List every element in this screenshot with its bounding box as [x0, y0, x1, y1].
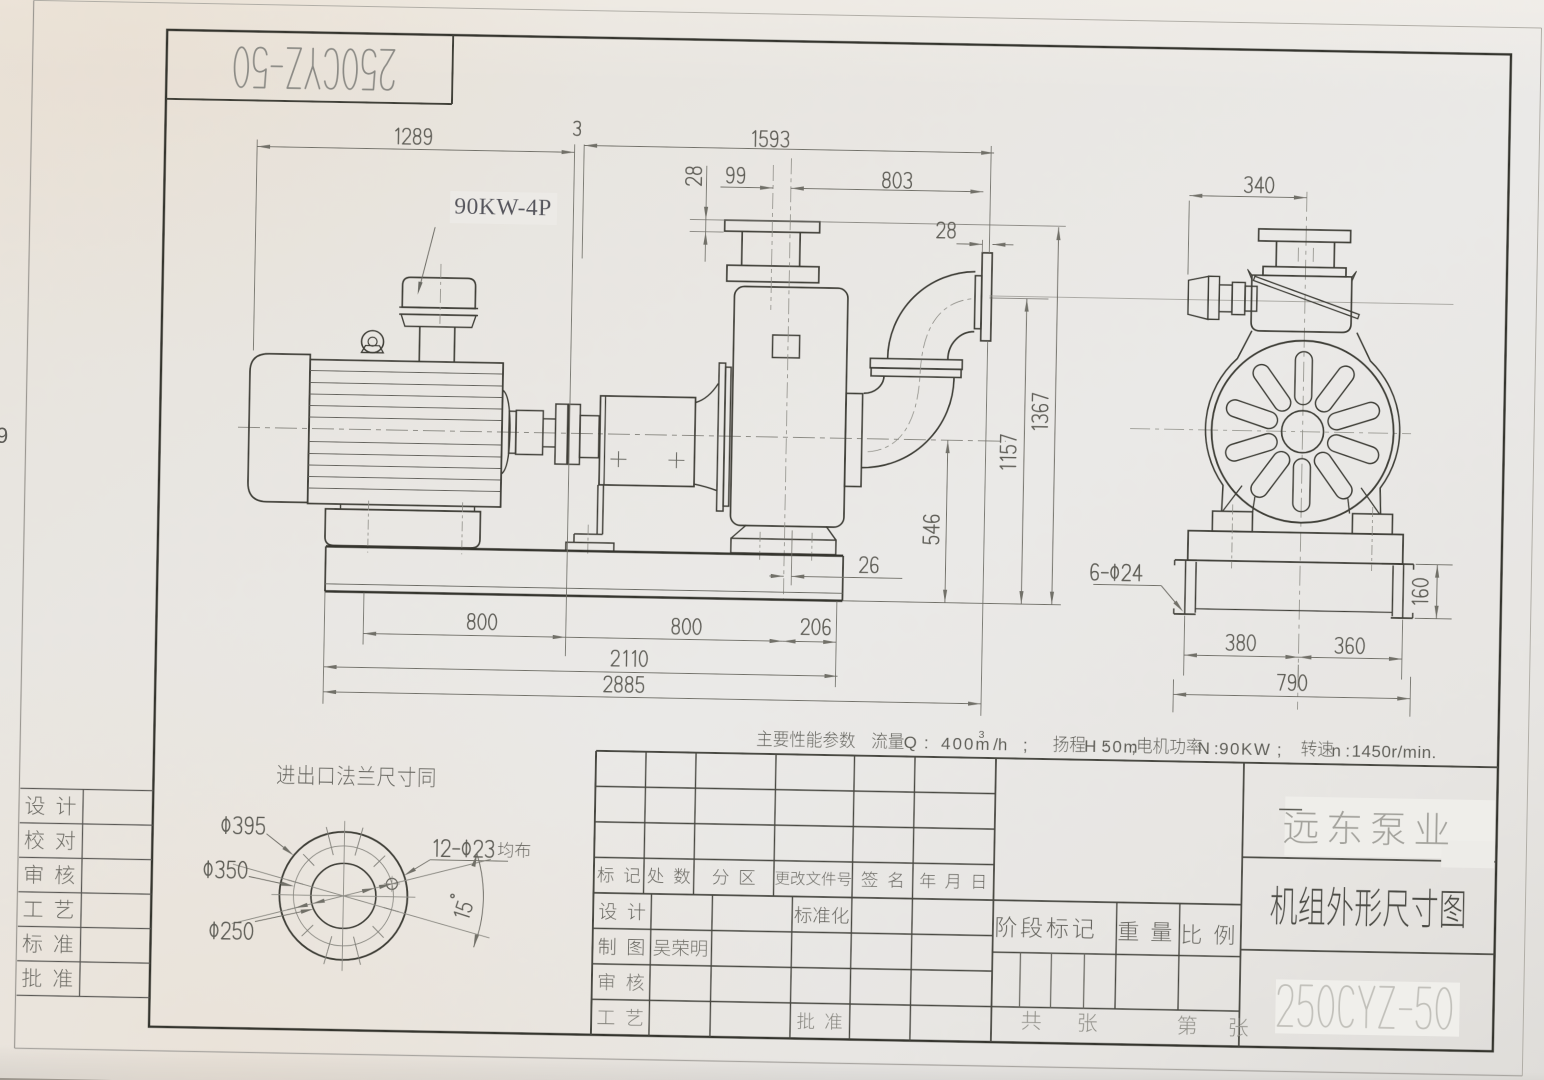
svg-text:/h: /h: [993, 735, 1008, 754]
svg-text:n: n: [1331, 741, 1341, 760]
svg-text:50m: 50m: [1101, 737, 1139, 757]
svg-text:90KW: 90KW: [1219, 739, 1272, 759]
svg-text::: :: [924, 733, 929, 752]
svg-text:N: N: [1197, 739, 1210, 758]
svg-text:3: 3: [978, 729, 984, 741]
svg-text:;: ;: [1277, 740, 1282, 759]
svg-text:;: ;: [1131, 738, 1136, 757]
svg-text::: :: [1345, 742, 1350, 761]
svg-text:H: H: [1084, 737, 1097, 756]
svg-text:90KW-4P: 90KW-4P: [454, 194, 552, 222]
svg-text:9: 9: [0, 423, 8, 448]
svg-text::: :: [1214, 739, 1219, 758]
svg-text:1450r/min.: 1450r/min.: [1351, 742, 1437, 763]
svg-text:400m: 400m: [941, 734, 992, 754]
svg-text:;: ;: [1023, 736, 1028, 755]
svg-text:Q: Q: [904, 733, 918, 752]
svg-text::: :: [1104, 737, 1109, 756]
